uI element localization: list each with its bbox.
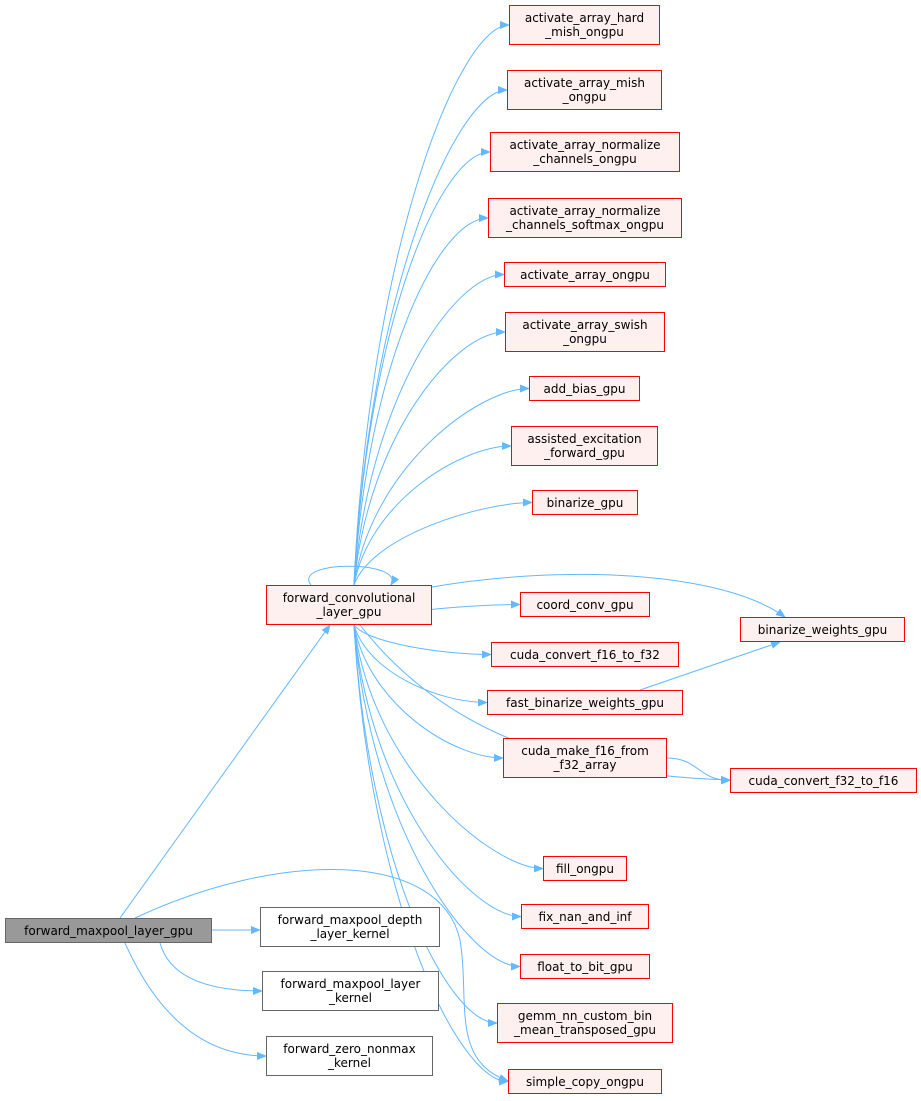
edge-fcl-to-n4 [353,214,489,586]
edge-fcl-to-n15 [353,624,522,921]
node-n18[interactable]: simple_copy_ongpu [508,1069,662,1094]
edge-fcl-to-bw [431,573,786,618]
edge-fcl-to-n5 [353,270,505,586]
edge-fcl-to-n1 [353,21,510,586]
edge-fcl-to-n14 [353,624,544,873]
node-lkernel[interactable]: forward_maxpool_layer _kernel [262,971,439,1011]
node-n12[interactable]: fast_binarize_weights_gpu [487,690,683,715]
node-n11[interactable]: cuda_convert_f16_to_f32 [491,642,679,667]
edge-n12-to-bw [639,641,781,691]
node-n13[interactable]: cuda_make_f16_from _f32_array [503,738,667,778]
node-n16[interactable]: float_to_bit_gpu [520,954,650,979]
edge-n13-to-f32 [666,757,731,785]
node-n17[interactable]: gemm_nn_custom_bin _mean_transposed_gpu [497,1003,673,1043]
node-n4[interactable]: activate_array_normalize _channels_softm… [488,198,682,238]
edge-fcl-to-n18 [353,624,509,1086]
edge-fcl-to-n3 [353,148,491,586]
node-n8[interactable]: assisted_excitation _forward_gpu [511,426,658,466]
node-n2[interactable]: activate_array_mish _ongpu [507,70,662,110]
edge-root-to-n18 [134,868,509,1082]
node-f32[interactable]: cuda_convert_f32_to_f16 [730,768,917,793]
node-root[interactable]: forward_maxpool_layer_gpu [5,918,212,943]
edge-fcl-to-n8 [353,442,512,586]
node-depth[interactable]: forward_maxpool_depth _layer_kernel [260,907,440,947]
node-fcl[interactable]: forward_convolutional _layer_gpu [266,585,432,625]
edge-fcl-to-n7 [353,384,530,586]
edge-root-to-fcl [119,624,331,919]
node-n14[interactable]: fill_ongpu [543,856,627,881]
node-n7[interactable]: add_bias_gpu [529,376,640,401]
node-n5[interactable]: activate_array_ongpu [504,262,666,287]
edge-fcl-to-n11 [353,624,492,659]
edge-fcl-to-n12 [353,624,488,707]
node-bw[interactable]: binarize_weights_gpu [740,617,905,642]
edge-fcl-to-n16 [353,624,521,971]
node-n10[interactable]: coord_conv_gpu [520,592,650,617]
edge-root-to-zero [124,942,267,1060]
node-n1[interactable]: activate_array_hard _mish_ongpu [509,5,660,45]
edge-fcl-to-n2 [353,86,508,586]
edge-fcl-to-fcl [308,565,400,586]
edge-fcl-to-n9 [353,498,533,586]
node-zero[interactable]: forward_zero_nonmax _kernel [266,1036,433,1076]
edge-fcl-to-n13 [353,624,504,762]
node-n15[interactable]: fix_nan_and_inf [521,904,649,929]
node-n9[interactable]: binarize_gpu [532,490,638,515]
edge-fcl-to-n6 [353,328,506,586]
node-n6[interactable]: activate_array_swish _ongpu [505,312,665,352]
edge-root-to-lkernel [159,942,263,995]
edge-fcl-to-n17 [353,624,498,1027]
node-n3[interactable]: activate_array_normalize _channels_ongpu [490,132,680,172]
